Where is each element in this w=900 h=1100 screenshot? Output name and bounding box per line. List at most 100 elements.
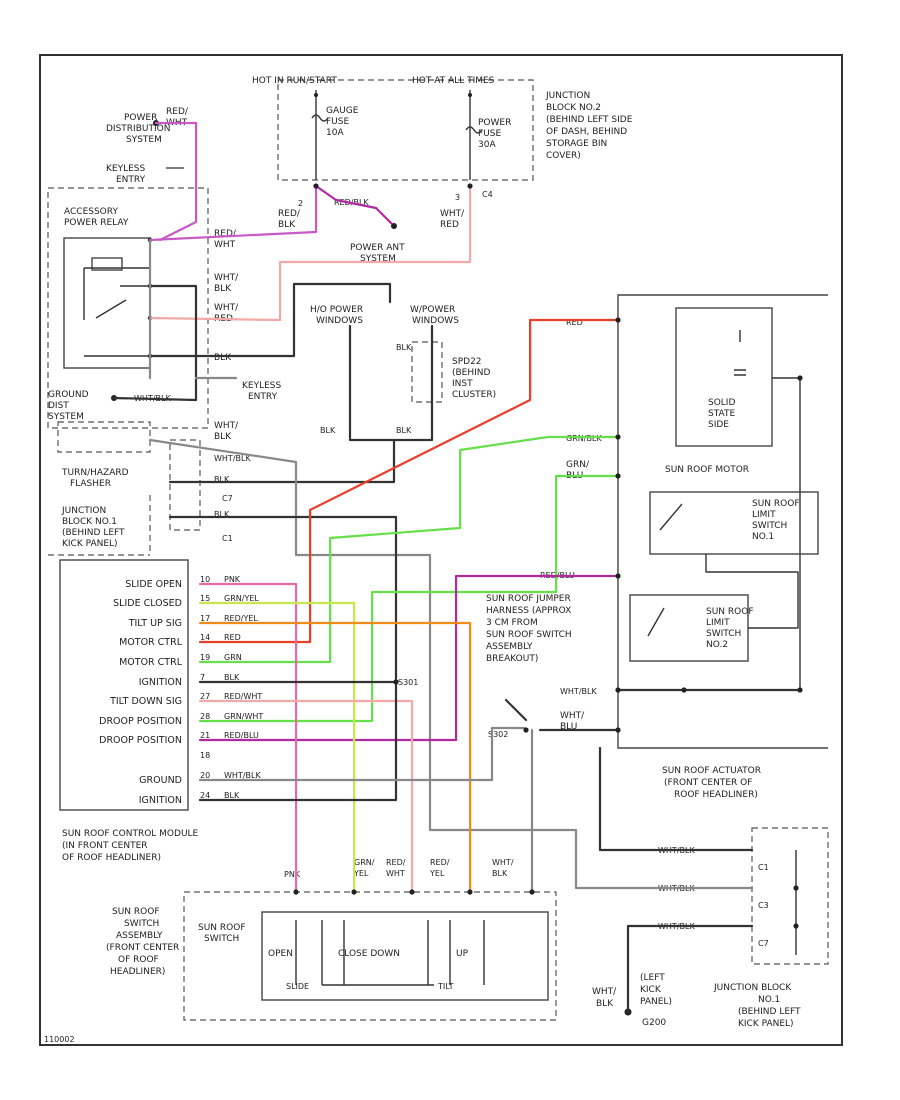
wht-blk-actuator-label: WHT/BLK <box>560 687 597 696</box>
module-wire-label-5: GRN <box>224 653 242 662</box>
relay-wire-label-1: RED/ WHT <box>214 229 239 250</box>
jb1-wire-label-4: BLK <box>214 510 230 519</box>
wire-junction-dot-6 <box>797 687 803 693</box>
power-feed-wire <box>154 121 198 242</box>
jb1-right-pin-2: C3 <box>758 901 769 910</box>
wire-junction-dot-19 <box>529 889 535 895</box>
h-o-power-windows-label: H/O POWER WINDOWS <box>310 305 366 326</box>
limit-switch-2-box <box>629 594 749 662</box>
wht-red-relay-wire <box>148 184 472 322</box>
keyless-entry-mid-label: KEYLESS ENTRY <box>242 381 284 402</box>
wire-junction-dot-2 <box>393 679 399 685</box>
red-wht-tilt-down-wire <box>198 699 414 894</box>
module-pin-2: SLIDE CLOSED <box>113 598 182 609</box>
junction-block-1-left-label: JUNCTION BLOCK NO.1 (BEHIND LEFT KICK PA… <box>61 506 127 549</box>
switch-wire-label-5-1: WHT/ <box>492 858 514 867</box>
switch-assembly-label: SUN ROOF SWITCH ASSEMBLY (FRONT CENTER O… <box>106 907 182 977</box>
module-pin-4: MOTOR CTRL <box>119 637 183 648</box>
jumper-harness-label: SUN ROOF JUMPER HARNESS (APPROX 3 CM FRO… <box>486 594 575 664</box>
blk-label-a: BLK <box>396 343 412 352</box>
jb2-pin-2: 2 <box>298 199 303 208</box>
switch-tilt-label: TILT <box>437 982 454 991</box>
wire-junction-dot-8 <box>615 434 621 440</box>
turn-flasher-box <box>57 421 151 453</box>
jb1-wire-label-2: WHT/BLK <box>214 454 251 463</box>
jb2-connector-c4: C4 <box>482 190 493 199</box>
limit-switch-2-label: SUN ROOF LIMIT SWITCH NO.2 <box>706 607 756 650</box>
wire-junction-dot-12 <box>615 727 621 733</box>
wire-junction-dot-4 <box>681 687 687 693</box>
blk-ignition-wire <box>198 680 398 802</box>
module-pin-6: IGNITION <box>139 677 182 688</box>
limit-switch-1-contact <box>659 503 683 531</box>
fuse-feed-lines <box>315 90 471 180</box>
ground-dist-label: GROUND DIST SYSTEM <box>48 390 91 422</box>
module-pin-number-3: 17 <box>200 614 210 623</box>
blk-mid-wire <box>168 515 398 684</box>
blk-label-c: BLK <box>396 426 412 435</box>
switch-wire-label-5-2: BLK <box>492 869 508 878</box>
module-pin-number-1: 10 <box>200 575 210 584</box>
relay-crossover-wire <box>112 284 198 402</box>
sunroof-motor-outer <box>617 294 828 749</box>
wire-junction-dot-7 <box>615 317 621 323</box>
switch-close-label: CLOSE DOWN <box>338 949 400 959</box>
switch-wire-label-4-1: RED/ <box>430 858 450 867</box>
wire-junction-dot-11 <box>615 687 621 693</box>
sunroof-motor-label: SUN ROOF MOTOR <box>665 465 749 475</box>
module-pin-number-7: 27 <box>200 692 210 701</box>
red-motor-wire <box>198 318 620 644</box>
splice-s302: S302 <box>488 730 508 739</box>
switch-open-label: OPEN <box>268 949 293 959</box>
wire-junction-dot-18 <box>467 889 473 895</box>
turn-flasher-label: TURN/HAZARD FLASHER <box>61 468 131 489</box>
module-pin-5: MOTOR CTRL <box>119 657 183 668</box>
module-pin-8: DROOP POSITION <box>99 716 182 727</box>
jb1-wire-label-1: WHT/ BLK <box>214 421 241 442</box>
solid-state-box <box>675 307 773 447</box>
control-module-label: SUN ROOF CONTROL MODULE (IN FRONT CENTER… <box>62 829 201 863</box>
power-distribution-wire-label: RED/ WHT <box>166 107 191 128</box>
module-wire-label-2: GRN/YEL <box>224 594 259 603</box>
keyless-entry-top-label: KEYLESS ENTRY <box>106 164 148 185</box>
sunroof-switch-assembly: SUN ROOF SWITCH ASSEMBLY (FRONT CENTER O… <box>106 858 557 1021</box>
jb1-right-pin-3: C7 <box>758 939 769 948</box>
grn-blu-wire-label: GRN/ BLU <box>566 460 592 481</box>
wht-blk-keyless-wire <box>148 238 238 380</box>
fuse-top-dot-1 <box>314 93 318 97</box>
module-pin-number-6: 7 <box>200 673 205 682</box>
power-ant-label: POWER ANT SYSTEM <box>350 243 407 264</box>
switch-wire-label-3-2: WHT <box>386 869 405 878</box>
sunroof-motor-group: SOLID STATE SIDE SUN ROOF MOTOR SUN ROOF… <box>540 294 828 749</box>
module-wire-label-11: WHT/BLK <box>224 771 261 780</box>
red-top-wire-label: RED <box>566 318 583 327</box>
relay-wire-label-4: BLK <box>214 353 232 363</box>
gauge-fuse-label: GAUGE FUSE 10A <box>326 106 361 138</box>
wire-junction-dot-10 <box>615 573 621 579</box>
module-pin-number-9: 21 <box>200 731 210 740</box>
jb1-left-c1: C1 <box>222 534 233 543</box>
w-power-windows-label: W/POWER WINDOWS <box>410 305 459 326</box>
limit-switch-1-label: SUN ROOF LIMIT SWITCH NO.1 <box>752 499 802 542</box>
wht-blu-actuator-label: WHT/ BLU <box>560 711 587 732</box>
jb1-left-box <box>48 495 151 556</box>
module-pin-7: TILT DOWN SIG <box>109 696 182 707</box>
module-pin-12: IGNITION <box>139 795 182 806</box>
red-yel-tilt-up-wire <box>198 621 472 894</box>
junction-block-2-box <box>277 79 534 181</box>
wht-blk-upper-wire <box>148 438 754 890</box>
blk-ground-wire <box>148 282 392 358</box>
module-pin-11: GROUND <box>139 775 182 786</box>
module-pin-number-12: 24 <box>200 791 210 800</box>
module-wire-label-8: GRN/WHT <box>224 712 263 721</box>
module-pin-number-8: 28 <box>200 712 210 721</box>
wire-junction-dot-13 <box>793 885 799 891</box>
wht-red-wire-label: WHT/ RED <box>440 209 467 230</box>
relay-coil <box>91 257 123 271</box>
grn-yel-slide-closed-wire <box>198 601 356 894</box>
wire-junction-dot-20 <box>313 183 319 189</box>
module-pin-number-4: 14 <box>200 633 210 642</box>
